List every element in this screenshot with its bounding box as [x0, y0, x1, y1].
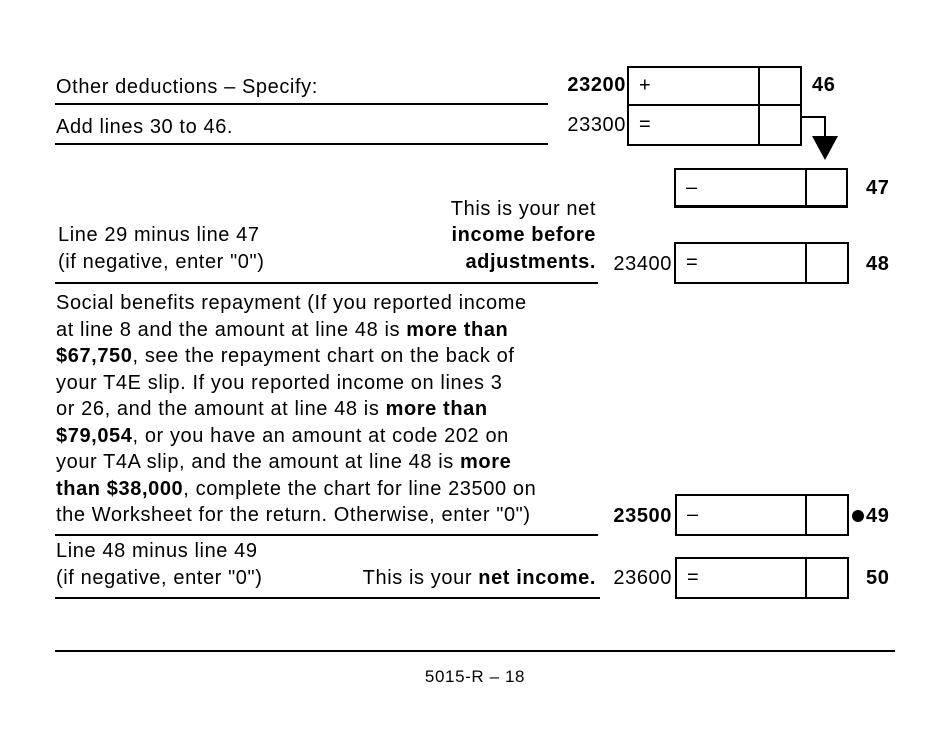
- cents-divider: [805, 168, 807, 207]
- net-before-note-1: This is your net: [450, 198, 596, 220]
- para-line: $79,054, or you have an amount at code 2…: [56, 424, 509, 447]
- net-before-label-1: Line 29 minus line 47: [58, 224, 260, 246]
- net-before-note-2: income before: [451, 224, 596, 246]
- equals-sign: =: [639, 113, 652, 136]
- para-line: at line 8 and the amount at line 48 is m…: [56, 318, 509, 341]
- specify-line: [55, 103, 548, 105]
- page-identifier: 5015-R – 18: [424, 667, 526, 686]
- para-line: $67,750, see the repayment chart on the …: [56, 345, 515, 367]
- line-number-46: 46: [812, 74, 836, 96]
- net-before-label-2: (if negative, enter "0"): [58, 251, 265, 273]
- amount-field-23200[interactable]: +: [627, 66, 802, 106]
- amount-field-23300[interactable]: =: [627, 104, 802, 146]
- code-23200: 23200: [567, 74, 626, 96]
- net-before-rule: [55, 282, 598, 284]
- code-23300: 23300: [567, 114, 626, 136]
- para-line: your T4A slip, and the amount at line 48…: [56, 451, 512, 473]
- add-lines-label: Add lines 30 to 46.: [56, 116, 234, 138]
- other-deductions-label: Other deductions – Specify:: [56, 76, 318, 98]
- amount-field-23400[interactable]: =: [674, 242, 849, 284]
- plus-sign: +: [639, 74, 652, 97]
- net-income-label-1: Line 48 minus line 49: [56, 540, 258, 562]
- add-lines-rule: [55, 143, 548, 145]
- para-line: or 26, and the amount at line 48 is more…: [56, 398, 488, 420]
- line-number-48: 48: [866, 253, 890, 275]
- para-line: Social benefits repayment (If you report…: [56, 292, 527, 314]
- net-income-note: This is your net income.: [362, 567, 596, 589]
- cents-divider: [805, 242, 807, 284]
- social-benefits-paragraph: Social benefits repayment (If you report…: [56, 290, 536, 529]
- para-line: your T4E slip. If you reported income on…: [56, 371, 503, 394]
- code-23500: 23500: [613, 505, 672, 527]
- code-23600: 23600: [613, 567, 672, 589]
- line-number-50: 50: [866, 567, 890, 589]
- net-income-label-2: (if negative, enter "0"): [56, 567, 263, 589]
- code-23400: 23400: [613, 253, 672, 275]
- bullet-icon: [852, 510, 864, 522]
- cents-divider: [758, 66, 760, 106]
- minus-sign: –: [687, 503, 699, 526]
- amount-field-23600[interactable]: =: [675, 557, 849, 599]
- amount-field-line-47[interactable]: –: [674, 168, 848, 208]
- footer-rule: [55, 650, 895, 652]
- para-line: than $38,000, complete the chart for lin…: [56, 477, 537, 500]
- equals-sign: =: [686, 251, 699, 274]
- carry-down-arrow-icon: [800, 116, 838, 160]
- social-benefits-rule: [55, 534, 598, 536]
- net-before-note-3: adjustments.: [465, 251, 596, 273]
- para-line: the Worksheet for the return. Otherwise,…: [56, 504, 531, 526]
- net-income-rule: [55, 597, 600, 599]
- line-number-47: 47: [866, 177, 890, 199]
- cents-divider: [758, 104, 760, 146]
- cents-divider: [805, 557, 807, 599]
- minus-sign: –: [686, 176, 698, 198]
- line-number-49: 49: [866, 505, 890, 527]
- amount-field-23500[interactable]: –: [675, 494, 849, 536]
- equals-sign: =: [687, 566, 700, 589]
- cents-divider: [805, 494, 807, 536]
